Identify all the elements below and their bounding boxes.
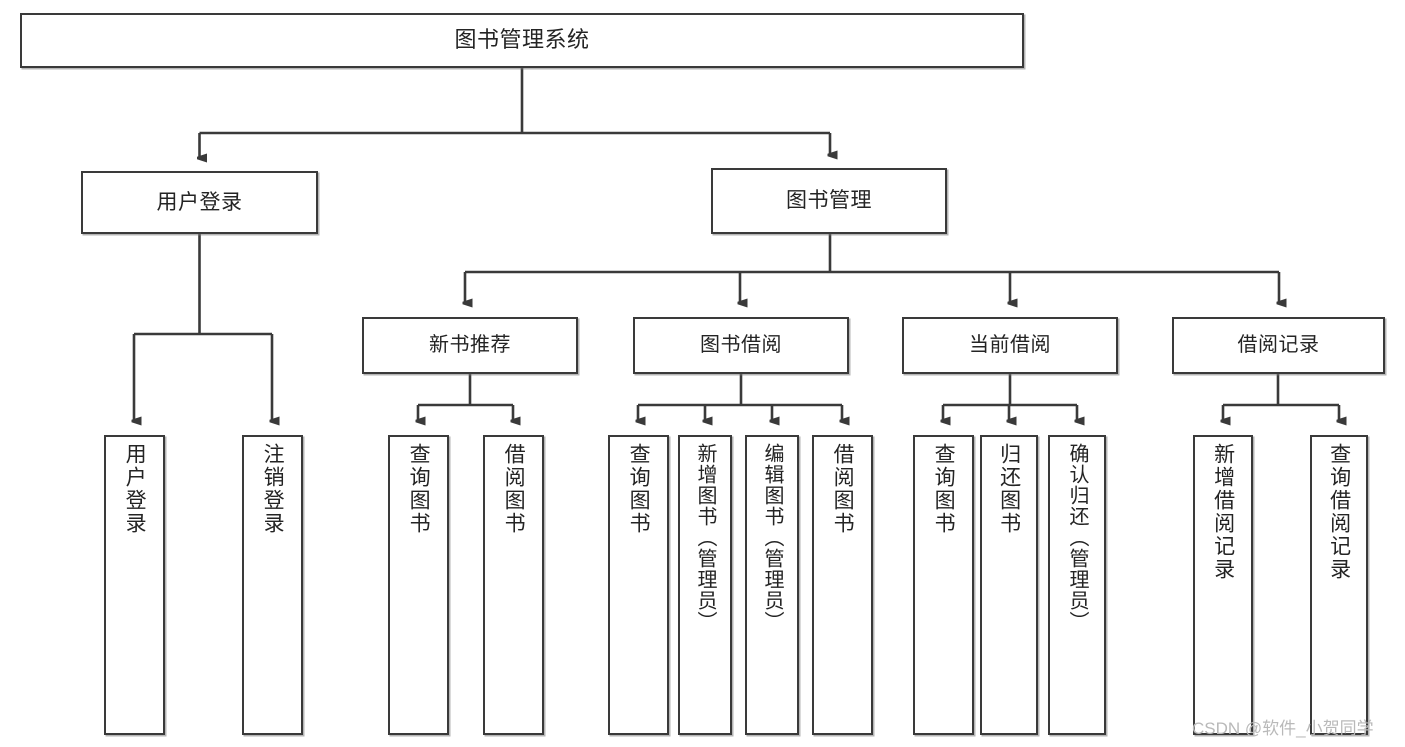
node-label: 图书管理 [786,189,872,213]
node-label: 图书借阅 [700,334,782,357]
node-label: 借阅图书 [831,443,855,535]
node-label: 编辑图书（管理员） [761,443,783,632]
node-leaf-query-book-current[interactable]: 查询图书 [913,435,974,735]
node-new-book-recommend[interactable]: 新书推荐 [362,317,578,374]
node-leaf-user-login[interactable]: 用户登录 [104,435,165,735]
node-label: 新增借阅记录 [1211,443,1235,581]
node-leaf-query-book-borrow[interactable]: 查询图书 [608,435,669,735]
node-label: 查询图书 [932,443,956,535]
node-book-borrow[interactable]: 图书借阅 [633,317,849,374]
node-label: 用户登录 [123,443,147,535]
node-book-management[interactable]: 图书管理 [711,168,947,234]
node-leaf-borrow-book[interactable]: 借阅图书 [812,435,873,735]
node-label: 查询图书 [407,443,431,535]
node-label: 注销登录 [261,443,285,535]
node-user-login[interactable]: 用户登录 [81,171,318,234]
node-label: 新书推荐 [429,334,511,357]
node-label: 借阅图书 [502,443,526,535]
node-leaf-add-borrow-record[interactable]: 新增借阅记录 [1193,435,1253,735]
node-leaf-confirm-return-admin[interactable]: 确认归还（管理员） [1048,435,1106,735]
node-leaf-borrow-book-recommend[interactable]: 借阅图书 [483,435,544,735]
node-label: 借阅记录 [1237,334,1320,357]
node-label: 归还图书 [997,443,1021,535]
node-leaf-return-book[interactable]: 归还图书 [980,435,1038,735]
node-label: 图书管理系统 [454,27,590,53]
node-leaf-add-book-admin[interactable]: 新增图书（管理员） [678,435,732,735]
node-system-root[interactable]: 图书管理系统 [20,13,1024,68]
node-leaf-user-logout[interactable]: 注销登录 [242,435,303,735]
node-label: 用户登录 [156,190,243,214]
node-leaf-query-book-recommend[interactable]: 查询图书 [388,435,449,735]
node-label: 查询借阅记录 [1327,443,1351,581]
node-label: 新增图书（管理员） [694,443,716,632]
node-leaf-edit-book-admin[interactable]: 编辑图书（管理员） [745,435,799,735]
node-borrow-record[interactable]: 借阅记录 [1172,317,1385,374]
watermark-text: CSDN @软件_小贺同学 [1192,719,1374,738]
node-label: 查询图书 [627,443,651,535]
node-leaf-query-borrow-record[interactable]: 查询借阅记录 [1310,435,1368,735]
node-label: 当前借阅 [969,334,1051,357]
node-label: 确认归还（管理员） [1066,443,1088,632]
node-current-borrow[interactable]: 当前借阅 [902,317,1118,374]
